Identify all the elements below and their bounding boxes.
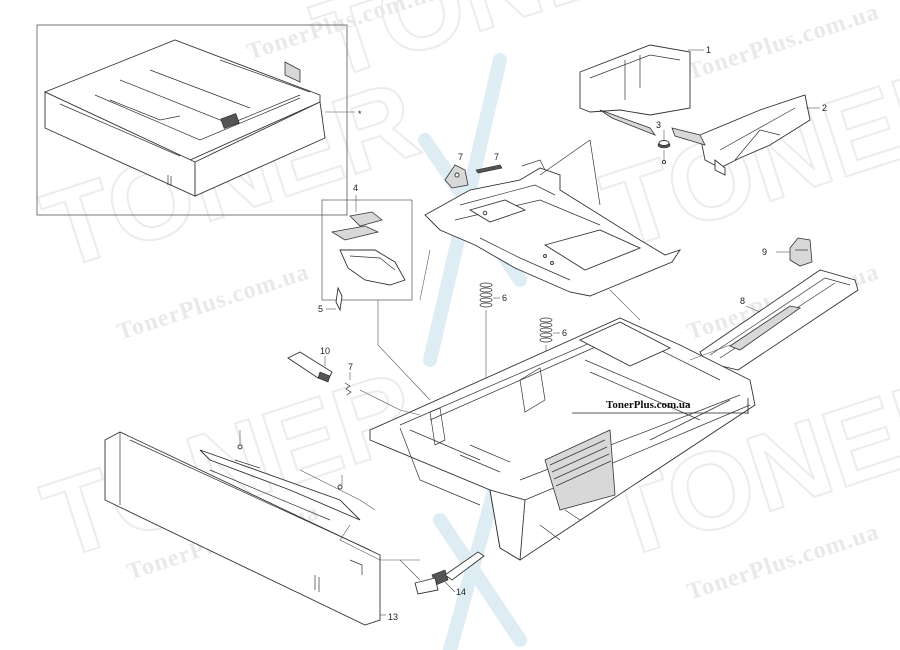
callout-3: 3 [656,120,661,130]
callout-5: 5 [318,304,323,314]
part-4-pickup-assembly: 4 5 [318,183,413,314]
part-3-pinion-gear: 3 [656,120,671,165]
part-10-latch: 9 [762,237,813,267]
part-7-spring-small: 7 [344,362,353,396]
site-label: TonerPlus.com.ua [606,399,691,411]
knockup-plate [424,139,682,297]
part-1-side-guide: 1 [579,44,711,136]
callout-7-top: 7 [494,152,499,162]
callout-6-right: 6 [562,328,567,338]
callout-7-left: 7 [348,362,353,372]
callout-assembly: * [358,109,362,119]
callout-2: 2 [822,103,827,113]
part-11-lever: 10 [287,346,333,383]
callout-1: 1 [706,45,711,55]
callout-9: 8 [740,296,745,306]
main-tray-frame [369,317,756,561]
callout-8: 7 [458,152,463,162]
site-label-box: TonerPlus.com.ua [572,398,749,414]
part-14-handle: 14 [414,551,485,597]
watermark-site: TonerPlus.com.ua [114,259,313,346]
callout-14: 14 [456,587,466,597]
part-2-side-guide: 2 [671,94,827,176]
part-7-friction-pad: 7 [475,152,503,174]
callout-4: 4 [353,183,358,193]
callout-10: 9 [762,247,767,257]
assembled-tray-inset: * [36,24,362,216]
part-8-bracket: 7 [444,152,469,189]
callout-6-left: 6 [502,293,507,303]
callout-13: 13 [388,612,398,622]
callout-11: 10 [320,346,330,356]
assembly-guide-lines [299,249,731,581]
part-13-front-cover: 13 [104,430,398,626]
